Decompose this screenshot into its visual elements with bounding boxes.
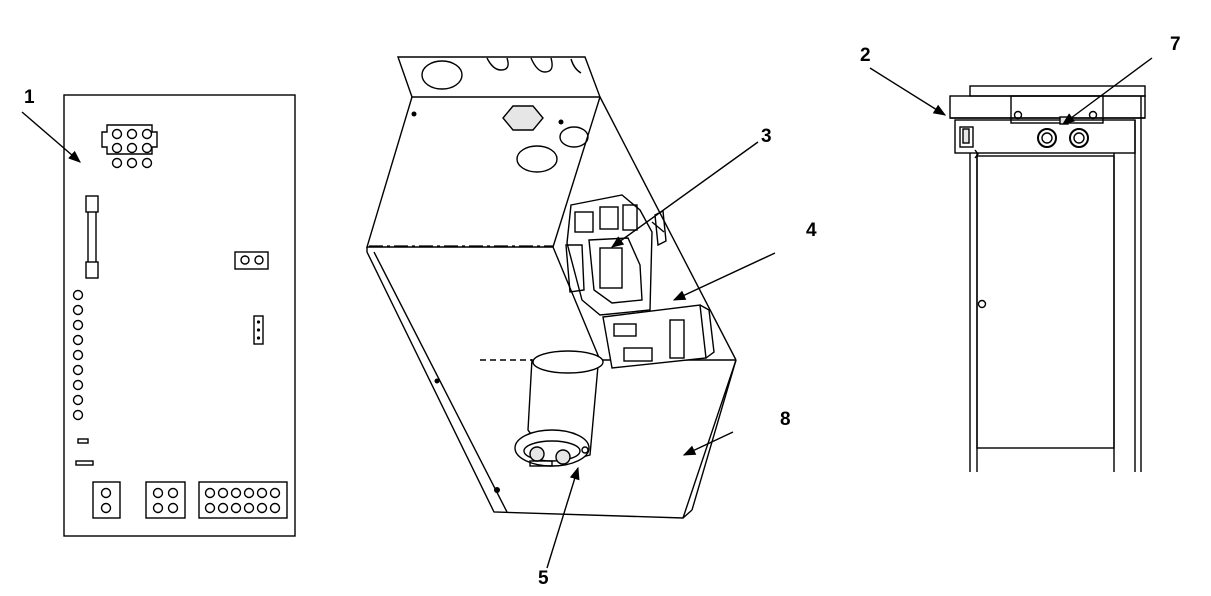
callout-3: 3 xyxy=(761,126,772,147)
callout-5: 5 xyxy=(538,568,549,589)
callout-4: 4 xyxy=(806,220,817,241)
leader-line-4 xyxy=(672,252,776,301)
leader-line-5 xyxy=(546,466,580,569)
three-pin-header xyxy=(253,315,264,345)
nine-pin-connector xyxy=(101,124,158,169)
terminal-block-4 xyxy=(145,481,186,519)
terminal-block-12 xyxy=(198,481,288,519)
leader-line-1 xyxy=(21,111,81,163)
leader-line-7 xyxy=(1061,57,1153,125)
leader-line-3 xyxy=(610,141,759,248)
contactor xyxy=(565,194,667,316)
side-view-assembly xyxy=(949,85,1146,472)
capacitor xyxy=(514,350,604,467)
fuse xyxy=(85,195,99,279)
control-board xyxy=(63,94,296,537)
two-pin-connector xyxy=(234,251,269,270)
knockout-cross xyxy=(502,105,544,131)
terminal-block-2 xyxy=(92,481,121,519)
callout-1: 1 xyxy=(24,87,35,108)
callout-8: 8 xyxy=(780,409,791,430)
callout-2: 2 xyxy=(860,45,871,66)
led-column xyxy=(72,289,84,421)
leader-line-8 xyxy=(682,431,734,456)
callout-7: 7 xyxy=(1170,34,1181,55)
leader-line-2 xyxy=(869,67,947,116)
terminal-strip xyxy=(602,304,715,369)
